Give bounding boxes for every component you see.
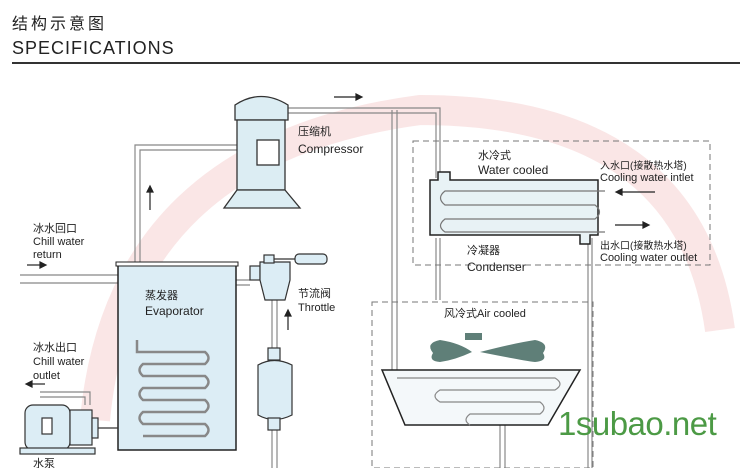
chill-return-label-en2: return [33, 249, 62, 261]
title-chinese: 结构示意图 [12, 16, 108, 33]
compressor-label-cn: 压缩机 [298, 126, 331, 138]
water-cooled-condenser [429, 171, 605, 245]
condenser-label-cn: 冷凝器 [467, 245, 500, 257]
fan-icon [430, 333, 546, 362]
throttle-label-en: Throttle [298, 302, 336, 314]
chill-outlet-label-en2: outlet [33, 370, 60, 382]
chill-return-label-en1: Chill water [33, 236, 85, 248]
inlet-label-en: Cooling water intlet [600, 172, 694, 184]
water-pump [19, 404, 118, 455]
title-divider [12, 62, 740, 64]
pump-label-cn: 水泵 [33, 458, 55, 468]
compressor [222, 95, 302, 209]
outlet-label-cn: 出水口(接散热水塔) [600, 241, 687, 252]
chill-outlet-label-cn: 冰水出口 [33, 342, 77, 354]
water-cooled-label-cn: 水冷式 [478, 150, 511, 162]
title-english: SPECIFICATIONS [12, 38, 175, 58]
filter-drier [257, 347, 293, 431]
air-cooled-zone [371, 301, 594, 468]
water-cooled-zone [412, 140, 711, 266]
flow-arrows [24, 93, 655, 388]
throttle-valve [249, 253, 328, 301]
water-cooled-label-en: Water cooled [478, 163, 549, 177]
chill-return-label-cn: 冰水回口 [33, 223, 77, 235]
compressor-label-en: Compressor [298, 142, 364, 156]
evaporator [115, 261, 239, 451]
evaporator-label-en: Evaporator [145, 304, 204, 318]
refrigerant-pipes [20, 107, 593, 468]
evaporator-label-cn: 蒸发器 [145, 290, 178, 302]
air-cooled-label: 风冷式Air cooled [444, 308, 526, 320]
outlet-label-en: Cooling water outlet [600, 252, 698, 264]
inlet-label-cn: 入水口(接散热水塔) [600, 161, 687, 172]
air-cooled-condenser [380, 369, 582, 426]
condenser-label-en: Condenser [467, 260, 526, 274]
chill-outlet-label-en1: Chill water [33, 356, 85, 368]
site-watermark: 1subao.net [558, 405, 717, 442]
throttle-label-cn: 节流阀 [298, 288, 331, 300]
